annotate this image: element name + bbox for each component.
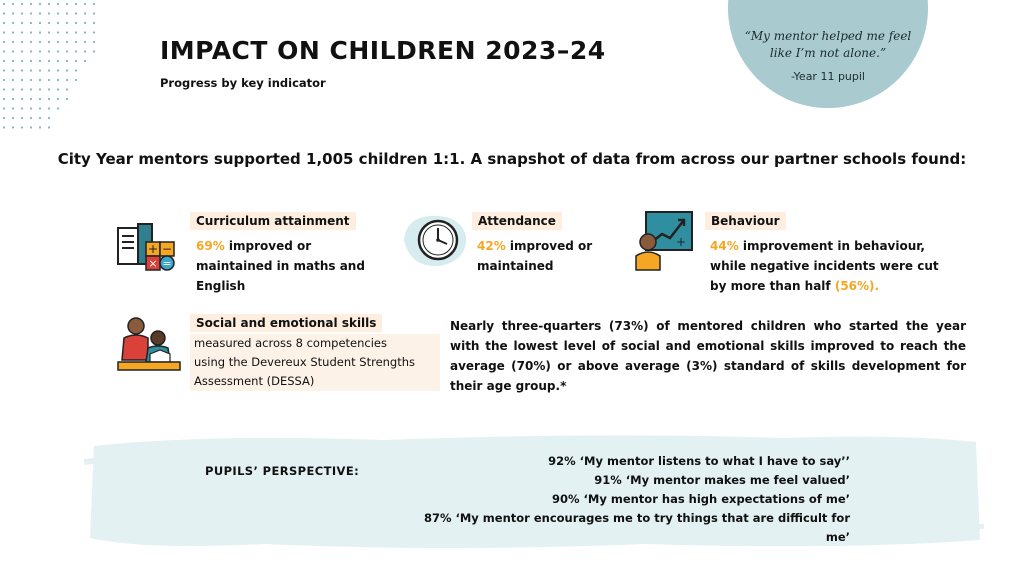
social-emotional-paragraph: Nearly three-quarters (73%) of mentored … xyxy=(450,319,966,393)
attendance-stat: 42% improved or maintained xyxy=(477,236,592,276)
ses-desc-line-2: using the Devereux Student Strengths xyxy=(194,355,416,369)
curriculum-label: Curriculum attainment xyxy=(190,212,356,230)
perspective-item: 92% ‘My mentor listens to what I have to… xyxy=(548,454,850,468)
quote-attribution: -Year 11 pupil xyxy=(791,70,865,83)
attendance-value: 42% xyxy=(477,239,506,253)
behaviour-label: Behaviour xyxy=(705,212,786,230)
behaviour-text-2: while negative incidents were cut xyxy=(710,259,939,273)
growth-chart-pupil-icon: + xyxy=(635,211,693,271)
behaviour-stat: 44% improvement in behaviour, while nega… xyxy=(710,236,939,296)
dot-pattern-decoration xyxy=(2,2,96,129)
ses-desc-line-3: Assessment (DESSA) xyxy=(194,374,315,388)
behaviour-text-3: by more than half xyxy=(710,279,835,293)
perspective-label: PUPILS’ PERSPECTIVE: xyxy=(205,464,360,478)
page-title: IMPACT ON CHILDREN 2023–24 xyxy=(160,36,606,65)
mentor-reading-icon xyxy=(117,317,181,371)
social-emotional-label: Social and emotional skills xyxy=(190,314,383,332)
books-math-icon: + − × = xyxy=(117,223,175,271)
attendance-text-2: maintained xyxy=(477,259,554,273)
svg-text:×: × xyxy=(148,257,157,270)
curriculum-text-3: English xyxy=(196,279,246,293)
brush-stroke-background xyxy=(84,435,984,548)
perspective-list: 92% ‘My mentor listens to what I have to… xyxy=(420,452,850,547)
ses-desc-line-1: measured across 8 competencies xyxy=(194,336,387,350)
svg-text:−: − xyxy=(162,242,172,256)
attendance-text-1: improved or xyxy=(505,239,593,253)
attendance-label: Attendance xyxy=(472,212,562,230)
curriculum-text-2: maintained in maths and xyxy=(196,259,365,273)
svg-text:=: = xyxy=(162,257,171,270)
pupil-quote: “My mentor helped me feel like I’m not a… xyxy=(738,28,918,62)
behaviour-text-1: improvement in behaviour, xyxy=(738,239,925,253)
perspective-item: 91% ‘My mentor makes me feel valued’ xyxy=(594,473,850,487)
curriculum-stat: 69% improved or maintained in maths and … xyxy=(196,236,365,296)
headline: City Year mentors supported 1,005 childr… xyxy=(57,150,967,168)
svg-text:+: + xyxy=(148,242,158,256)
perspective-item: 90% ‘My mentor has high expectations of … xyxy=(552,492,850,506)
svg-text:+: + xyxy=(676,235,686,249)
quote-line-1: “My mentor helped me feel xyxy=(744,29,912,43)
page-subtitle: Progress by key indicator xyxy=(160,76,326,90)
behaviour-value-2: (56%). xyxy=(834,279,880,293)
quote-line-2: like I’m not alone.” xyxy=(769,46,887,60)
curriculum-text-1: improved or xyxy=(224,239,312,253)
behaviour-value: 44% xyxy=(710,239,739,253)
clock-icon xyxy=(404,215,467,267)
social-emotional-description: measured across 8 competencies using the… xyxy=(190,334,440,391)
curriculum-value: 69% xyxy=(196,239,225,253)
perspective-item: 87% ‘My mentor encourages me to try thin… xyxy=(423,511,850,544)
